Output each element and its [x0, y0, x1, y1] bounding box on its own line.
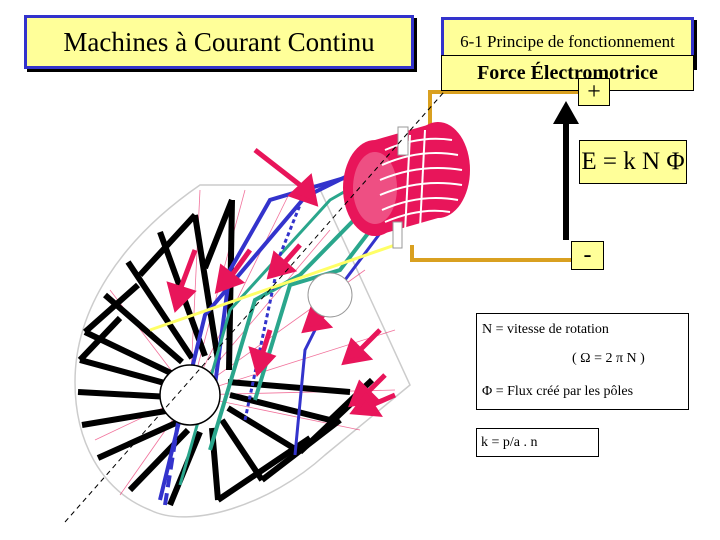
shaft-hub — [159, 364, 221, 426]
emf-formula: E = k N Φ — [579, 140, 687, 184]
positive-terminal-label: + — [578, 78, 610, 106]
force-arrows — [166, 148, 396, 417]
voltage-arrow-head — [553, 101, 579, 124]
page-title: Machines à Courant Continu — [24, 15, 414, 69]
k-definition: k = p/a . n — [476, 428, 599, 457]
legend-omega-relation: ( Ω = 2 π N ) — [572, 351, 645, 366]
shaft-rear — [307, 272, 353, 318]
armature-conductors — [77, 198, 375, 507]
emf-heading: Force Électromotrice — [441, 55, 694, 91]
negative-terminal-label: - — [571, 241, 604, 270]
rotation-axis — [64, 41, 489, 523]
positive-brush — [397, 126, 409, 156]
commutator — [343, 122, 470, 236]
legend-phi-definition: Φ = Flux créé par les pôles — [482, 384, 634, 399]
legend-box: N = vitesse de rotation ( Ω = 2 π N ) Φ … — [476, 313, 689, 410]
negative-lead — [410, 245, 578, 262]
negative-brush — [392, 221, 403, 249]
legend-n-definition: N = vitesse de rotation — [482, 322, 609, 337]
